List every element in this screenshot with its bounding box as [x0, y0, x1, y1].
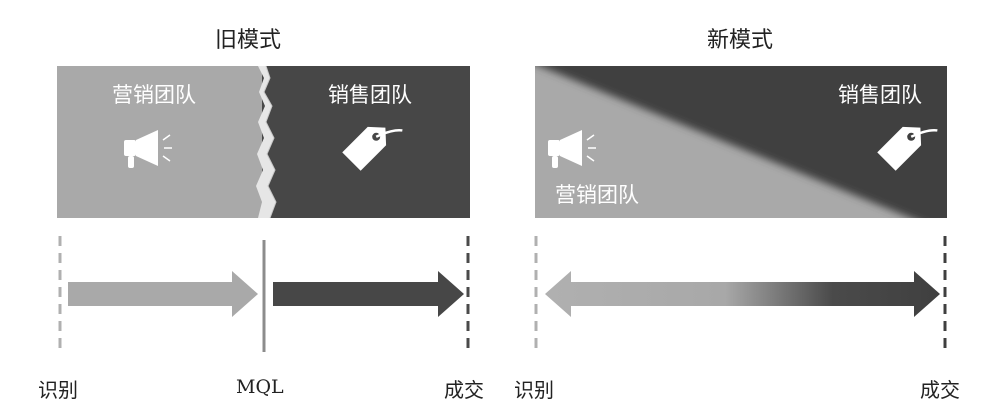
old-marketing-label: 营销团队 [112, 83, 196, 107]
price-tag-icon [342, 126, 403, 171]
new-sales-label: 销售团队 [838, 83, 922, 107]
new-model-timeline [534, 236, 947, 354]
sales-arrow [273, 271, 464, 317]
new-axis-end-label: 成交 [920, 378, 960, 402]
new-model-title: 新模式 [706, 28, 774, 53]
old-model-timeline [58, 236, 470, 354]
new-sales-area [539, 66, 947, 218]
price-tag-icon [877, 126, 938, 171]
old-axis-start-label: 识别 [38, 378, 78, 402]
old-model-panel: 营销团队 销售团队 [57, 65, 470, 219]
old-axis-end-label: 成交 [444, 378, 484, 402]
double-headed-arrow [545, 271, 940, 317]
old-marketing-area [57, 66, 269, 218]
old-model-title: 旧模式 [214, 28, 282, 53]
new-model-panel [535, 66, 947, 218]
old-axis-mql-label: MQL [236, 376, 284, 398]
new-marketing-label: 营销团队 [555, 183, 639, 207]
marketing-arrow [68, 271, 258, 317]
old-sales-label: 销售团队 [328, 83, 412, 107]
torn-edge [256, 66, 276, 218]
megaphone-icon [548, 130, 596, 168]
megaphone-icon [124, 130, 172, 168]
new-axis-start-label: 识别 [514, 378, 554, 402]
